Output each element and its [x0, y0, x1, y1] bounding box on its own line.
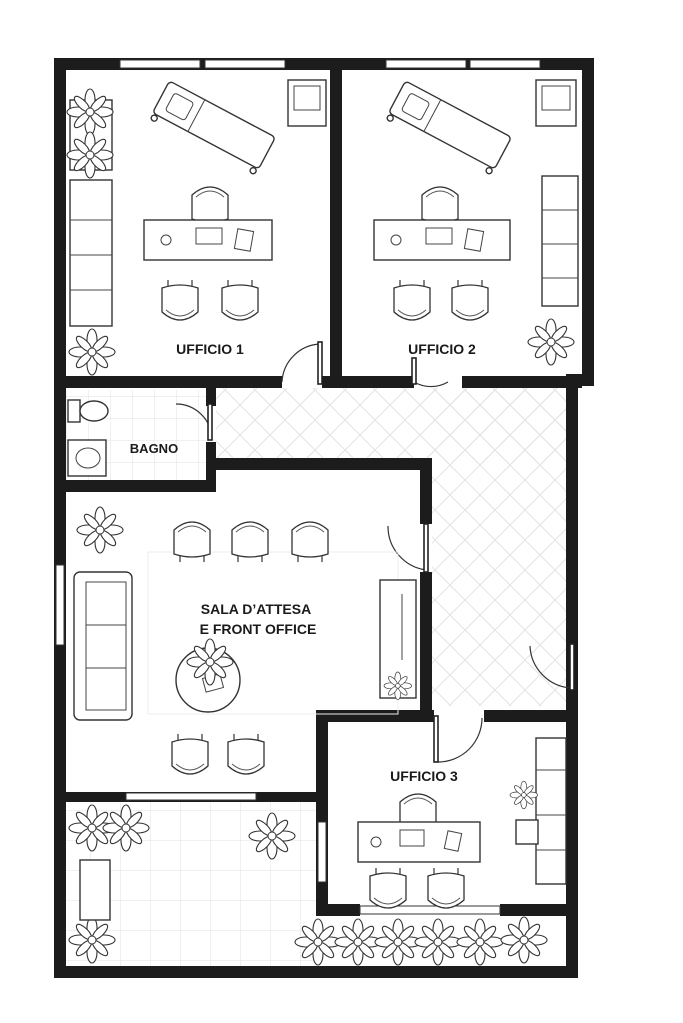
room-label-bathroom: BAGNO: [130, 441, 178, 456]
plant-icon: [374, 918, 422, 966]
chair-icon: [227, 733, 265, 775]
chair-icon: [231, 521, 269, 563]
chair-icon: [393, 279, 431, 321]
massage-bed-icon: [150, 81, 275, 175]
chair-icon: [173, 521, 211, 563]
room-label-waiting-line-2: E FRONT OFFICE: [200, 621, 317, 637]
room-label-office-2: UFFICIO 2: [408, 341, 476, 357]
plant-icon: [334, 918, 382, 966]
corridor-floor-right: [432, 388, 568, 706]
sink-icon: [67, 439, 107, 477]
sofa-icon: [73, 571, 133, 721]
terrace: [68, 804, 548, 966]
office-2: UFFICIO 2: [373, 79, 579, 366]
toilet-icon: [67, 399, 109, 423]
plant-icon: [500, 916, 548, 964]
desk-icon: [373, 219, 511, 261]
room-label-office-3: UFFICIO 3: [390, 768, 458, 784]
desk-icon: [143, 219, 273, 261]
plant-icon: [527, 318, 575, 366]
windows: [55, 59, 541, 915]
chair-icon: [427, 867, 465, 909]
plant-icon: [456, 918, 504, 966]
shelf-icon: [535, 737, 567, 885]
doors: [175, 341, 575, 763]
shelf-icon: [541, 175, 579, 307]
chair-icon: [291, 521, 329, 563]
waiting-room: SALA D’ATTESA E FRONT OFFICE: [73, 506, 417, 775]
chair-icon: [171, 733, 209, 775]
office-1: UFFICIO 1: [66, 79, 327, 376]
desk-icon: [357, 821, 481, 863]
cabinet-icon: [515, 819, 539, 845]
room-label-waiting-line-1: SALA D’ATTESA: [201, 601, 311, 617]
room-label-office-1: UFFICIO 1: [176, 341, 244, 357]
bench-icon: [79, 859, 111, 921]
office-3: UFFICIO 3: [357, 737, 567, 909]
plant-icon: [414, 918, 462, 966]
chair-icon: [221, 279, 259, 321]
chair-icon: [161, 279, 199, 321]
massage-bed-icon: [386, 81, 511, 175]
plant-icon: [76, 506, 124, 554]
plant-icon: [509, 780, 538, 810]
cabinet-icon: [287, 79, 327, 127]
chair-icon: [451, 279, 489, 321]
cabinet-icon: [535, 79, 577, 127]
bathroom: BAGNO: [67, 399, 178, 477]
chair-icon: [369, 867, 407, 909]
plant-icon: [68, 328, 116, 376]
